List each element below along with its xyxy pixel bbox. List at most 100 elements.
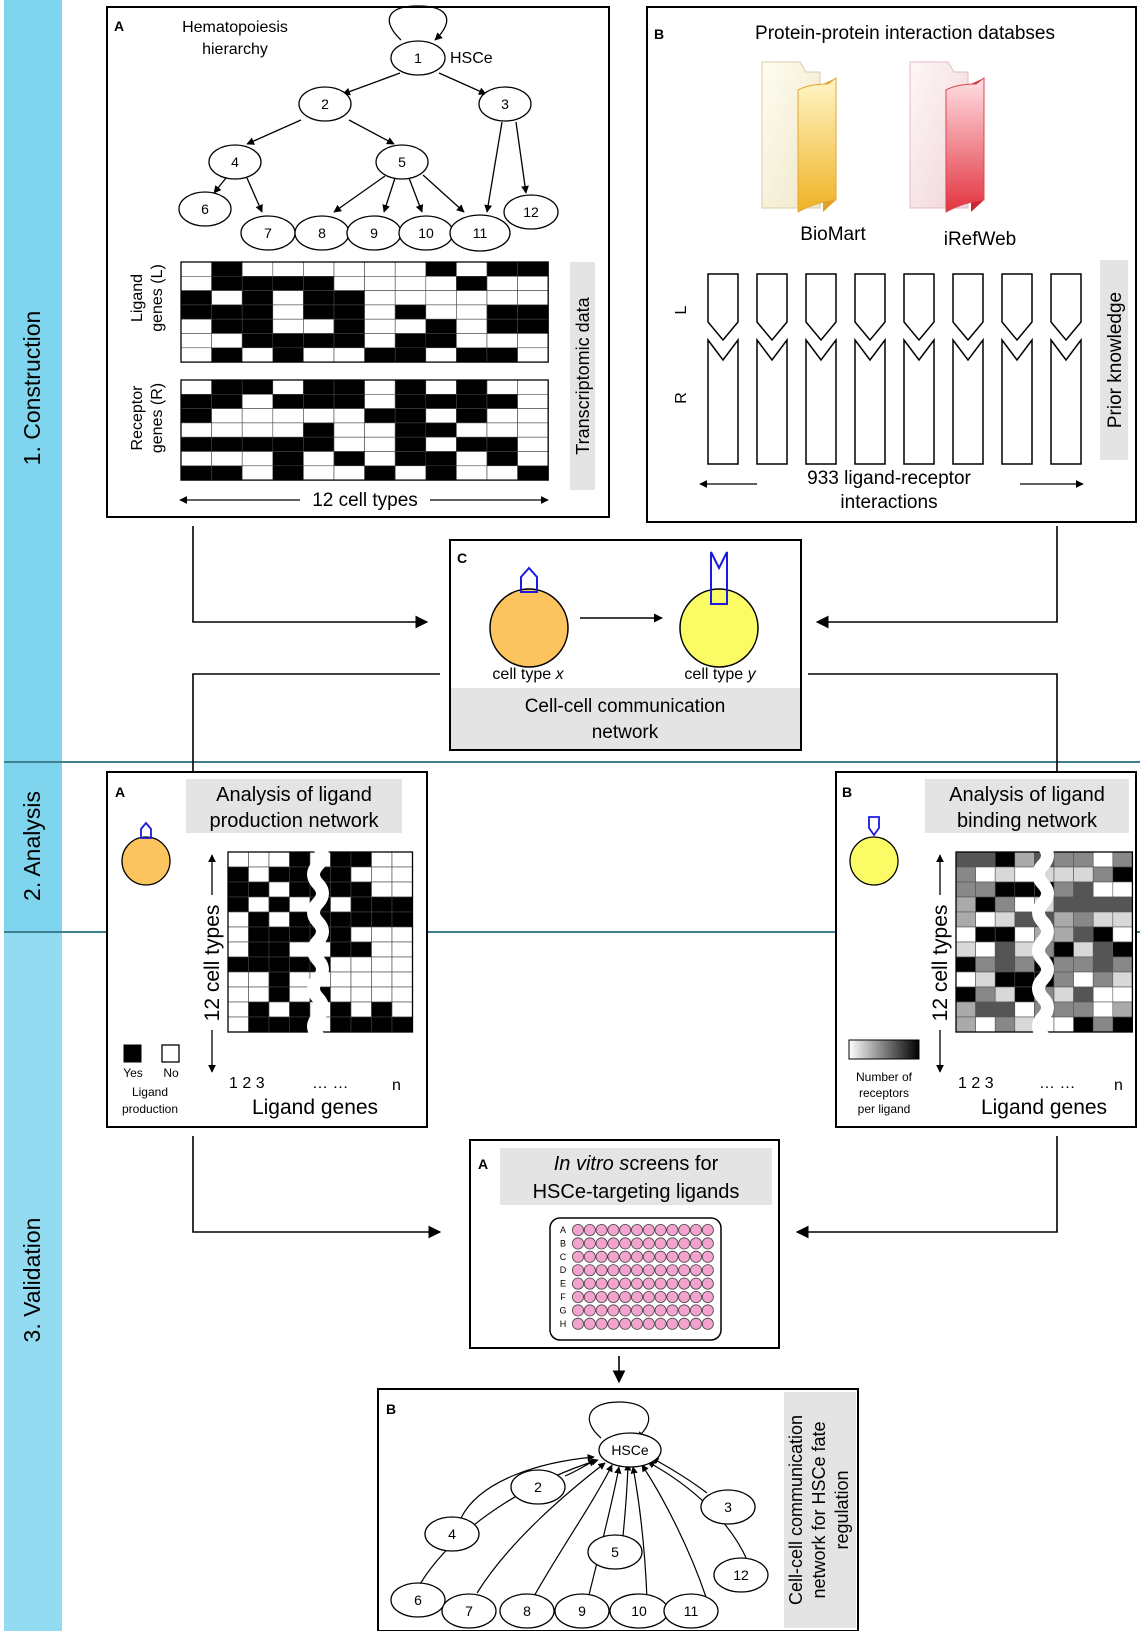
matrix-cell [333, 379, 365, 395]
plate-well [701, 1237, 714, 1250]
matrix-cell [248, 1001, 270, 1018]
matrix-cell [975, 1016, 996, 1033]
matrix-cell [1053, 971, 1074, 988]
matrix-cell [1014, 866, 1035, 883]
matrix-cell [180, 465, 212, 481]
matrix-cell [486, 347, 518, 363]
plate-well [690, 1250, 703, 1263]
ligand-shape [903, 273, 935, 342]
matrix-cell [303, 465, 335, 481]
receptor-shape [805, 337, 837, 465]
matrix-cell [994, 926, 1016, 943]
matrix-cell [1073, 851, 1094, 868]
irefweb-label: iRefWeb [944, 229, 1017, 250]
matrix-cell [1053, 911, 1074, 928]
matrix-cell [364, 318, 396, 334]
matrix-cell [1112, 956, 1133, 973]
analysis-panel-a: A Analysis of ligand production network … [106, 771, 428, 1128]
plate-well [619, 1317, 632, 1330]
matrix-cell [994, 911, 1016, 928]
matrix-cell [241, 347, 274, 363]
plate-well [619, 1237, 632, 1250]
matrix-cell [227, 1001, 249, 1018]
validation-panel-b: B [377, 1388, 859, 1631]
matrix-cell [391, 941, 413, 958]
matrix-cell [211, 408, 243, 424]
plate-well [654, 1250, 667, 1263]
matrix-cell [1014, 926, 1035, 943]
node-2-label: 2 [321, 96, 329, 112]
matrix-cell [303, 451, 335, 467]
matrix-cell [517, 436, 549, 452]
matrix-cell [289, 881, 311, 898]
plate-well [619, 1250, 632, 1263]
matrix-cell [994, 881, 1016, 898]
matrix-cell [1073, 866, 1094, 883]
matrix-cell [227, 851, 249, 868]
matrix-cell [330, 881, 352, 898]
matrix-cell [272, 408, 304, 424]
matrix-cell [227, 1016, 249, 1033]
validation-a-letter: A [478, 1156, 488, 1172]
net-label-9: 9 [578, 1603, 586, 1619]
node-1-label: 1 [414, 50, 422, 66]
analysis-a-x-dots: … … [312, 1075, 348, 1092]
matrix-cell [350, 881, 372, 898]
matrix-cell [517, 422, 549, 438]
plate-well [654, 1304, 667, 1317]
plate-well [666, 1237, 679, 1250]
plate-well [595, 1264, 608, 1277]
plate-well [666, 1304, 679, 1317]
plate-well [595, 1250, 608, 1263]
matrix-cell [517, 451, 549, 467]
plate-well [583, 1264, 596, 1277]
matrix-cell [391, 881, 413, 898]
matrix-cell [955, 1016, 976, 1033]
matrix-cell [425, 290, 457, 306]
ligand-shape [805, 273, 837, 342]
receptor-shape [1001, 337, 1033, 465]
matrix-cell [394, 261, 427, 277]
matrix-cell [180, 436, 212, 452]
hierarchy-node-labels: 1 2 3 4 5 6 7 8 9 10 11 12 [201, 50, 539, 241]
matrix-cell [1014, 911, 1035, 928]
plate-well [666, 1250, 679, 1263]
matrix-cell [289, 866, 311, 883]
matrix-cell [289, 1016, 311, 1033]
matrix-cell [394, 379, 427, 395]
matrix-cell [241, 304, 274, 320]
matrix-cell [394, 451, 427, 467]
plate-well [607, 1304, 620, 1317]
matrix-border [180, 379, 549, 481]
plate-well [595, 1291, 608, 1304]
plate-well [678, 1317, 691, 1330]
plate-well [607, 1237, 620, 1250]
net-node-8 [499, 1593, 555, 1629]
node-5-label: 5 [398, 154, 406, 170]
matrix-cell [180, 393, 212, 409]
plate-well [678, 1237, 691, 1250]
matrix-cell [1073, 986, 1094, 1003]
matrix-cell [955, 926, 976, 943]
matrix-cell [248, 866, 270, 883]
net-node-4 [424, 1516, 480, 1552]
matrix-cell [425, 318, 457, 334]
legend-title-line1: Ligand [132, 1085, 168, 1099]
matrix-cell [394, 275, 427, 291]
plate-well [607, 1224, 620, 1237]
matrix-cell [955, 986, 976, 1003]
plate-well [642, 1224, 655, 1237]
matrix-cell [333, 347, 365, 363]
matrix-cell [975, 941, 996, 958]
matrix-cell [350, 1001, 372, 1018]
matrix-cell [330, 1001, 352, 1018]
matrix-cell [975, 926, 996, 943]
matrix-cell [180, 408, 212, 424]
net-label-hsce: HSCe [611, 1442, 649, 1458]
matrix-cell [364, 451, 396, 467]
plate-well [690, 1291, 703, 1304]
net-node-hsce [598, 1432, 662, 1468]
matrix-cell [486, 465, 518, 481]
analysis-b-title-bg [925, 779, 1129, 833]
net-label-11: 11 [684, 1603, 699, 1619]
